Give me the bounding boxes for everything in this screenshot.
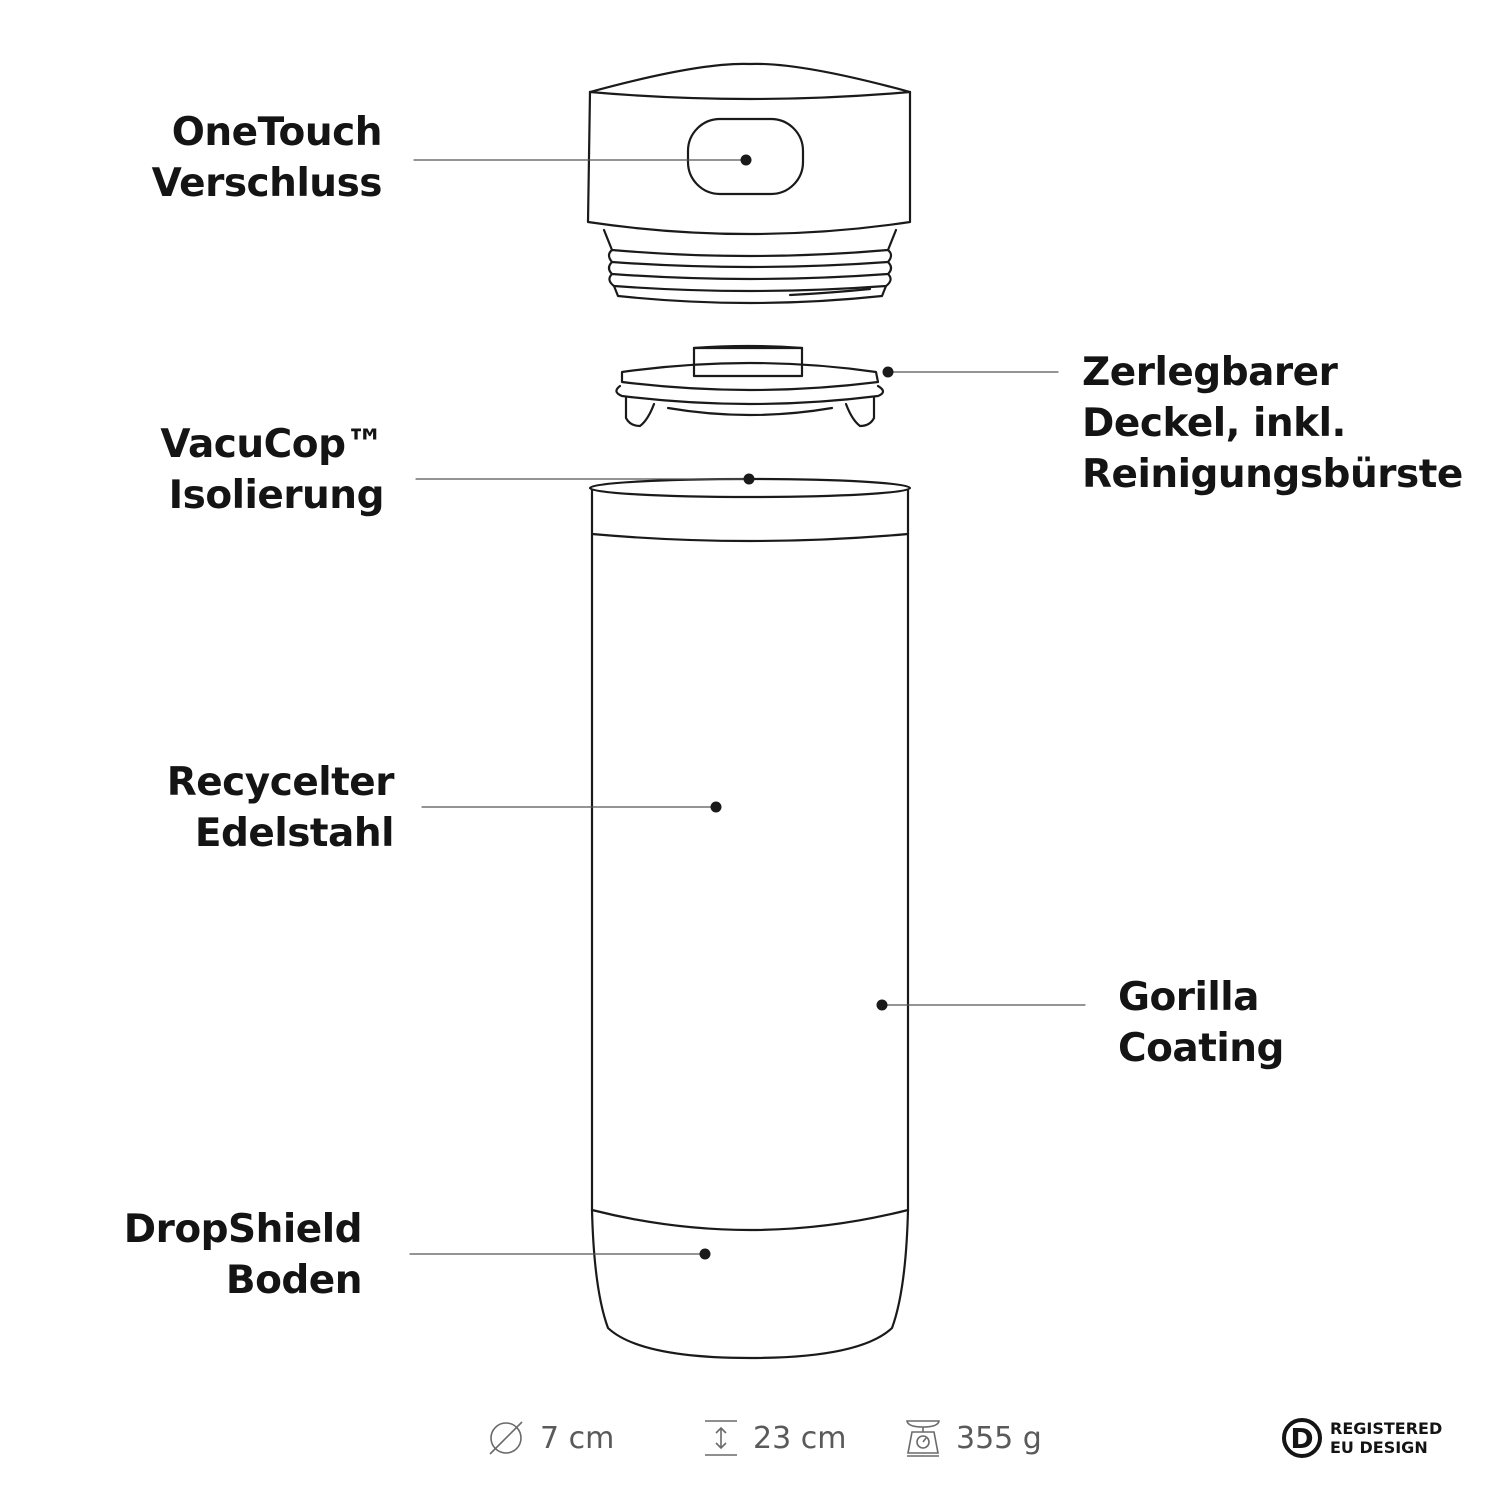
label-line: Reinigungsbürste — [1082, 452, 1463, 497]
label-line: DropShield — [123, 1207, 363, 1252]
label-line: Coating — [1118, 1026, 1284, 1071]
diameter-icon — [489, 1421, 523, 1455]
label-line: Boden — [225, 1258, 363, 1303]
registered-eu-design-badge: D REGISTERED EU DESIGN — [1282, 1418, 1442, 1458]
label-line: Recycelter — [166, 760, 395, 805]
spec-diameter: 7 cm — [486, 1418, 614, 1458]
tumbler-body — [588, 477, 912, 1360]
badge-letter: D — [1290, 1421, 1314, 1455]
label-vacucop-insulation: VacuCop™ Isolierung — [160, 419, 384, 521]
label-line: Edelstahl — [194, 811, 395, 856]
scale-icon — [906, 1420, 940, 1457]
badge-line: EU DESIGN — [1330, 1438, 1428, 1457]
removable-lid — [615, 344, 885, 428]
weight-value: 355 g — [956, 1420, 1042, 1456]
badge-text: REGISTERED EU DESIGN — [1330, 1419, 1442, 1457]
height-value: 23 cm — [753, 1420, 847, 1456]
leader-lines — [409, 159, 1086, 1255]
onetouch-button — [686, 117, 805, 196]
badge-line: REGISTERED — [1330, 1419, 1443, 1438]
label-line: OneTouch — [171, 110, 383, 155]
label-recycled-steel: Recycelter Edelstahl — [166, 757, 395, 859]
label-removable-lid: Zerlegbarer Deckel, inkl. Reinigungsbürs… — [1082, 347, 1463, 500]
callout-dots — [699, 154, 894, 1260]
label-line: Verschluss — [151, 161, 383, 206]
spec-weight: 355 g — [904, 1418, 1042, 1458]
label-line: Zerlegbarer — [1082, 350, 1338, 395]
spec-height: 23 cm — [703, 1418, 846, 1458]
onetouch-cap — [586, 62, 912, 305]
label-line: Isolierung — [168, 473, 385, 518]
label-gorilla-coating: Gorilla Coating — [1118, 972, 1284, 1074]
diameter-value: 7 cm — [540, 1420, 615, 1456]
design-d-icon: D — [1282, 1418, 1322, 1458]
label-onetouch-closure: OneTouch Verschluss — [151, 107, 383, 209]
height-icon — [705, 1420, 737, 1456]
label-line: Gorilla — [1118, 975, 1259, 1020]
label-dropshield-base: DropShield Boden — [123, 1204, 363, 1306]
label-line: Deckel, inkl. — [1082, 401, 1346, 446]
spec-bar: 7 cm 23 cm 355 g — [0, 1412, 1500, 1472]
label-line: VacuCop™ — [160, 422, 384, 467]
